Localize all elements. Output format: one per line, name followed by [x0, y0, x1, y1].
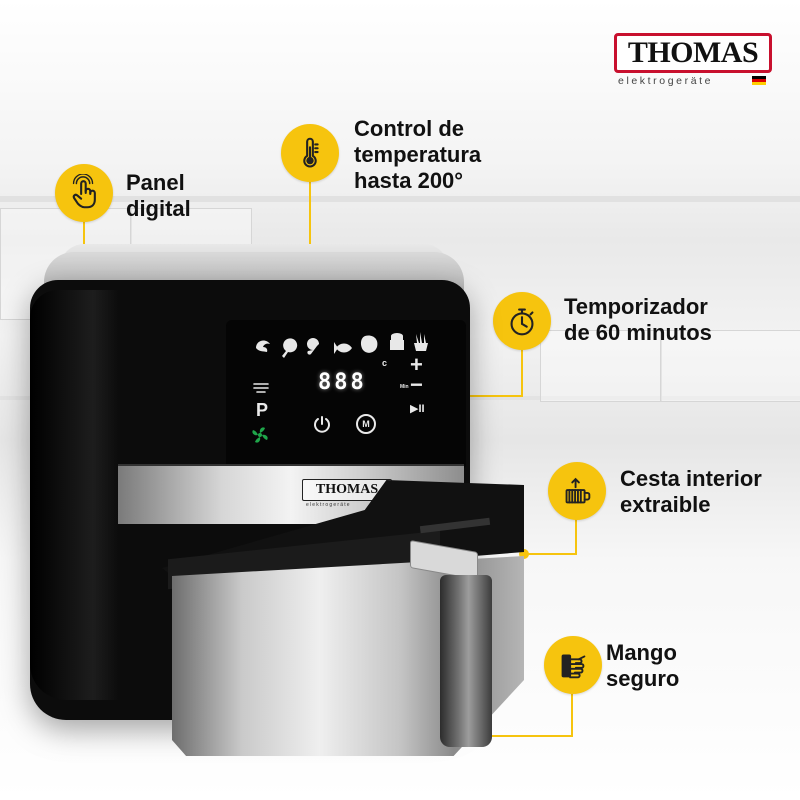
- menu-button[interactable]: M: [356, 414, 376, 434]
- brand-logo: THOMAS: [614, 33, 772, 73]
- preset-icons: [256, 332, 428, 358]
- fish-icon: [334, 342, 352, 354]
- fryer-side-panel: [30, 290, 120, 700]
- preset-key[interactable]: P: [256, 400, 269, 420]
- background-tile: [660, 330, 800, 402]
- fan-icon[interactable]: [250, 425, 270, 445]
- thermometer-icon: [281, 124, 339, 182]
- product-logo-name: THOMAS: [315, 482, 379, 497]
- german-flag-icon: [752, 76, 766, 85]
- product-logo: THOMAS: [302, 479, 392, 501]
- cake-icon: [390, 333, 404, 350]
- play-pause-button[interactable]: ▶II: [410, 403, 425, 415]
- timer-display: 888: [318, 370, 367, 395]
- temperature-up-button[interactable]: +: [410, 352, 423, 377]
- shrimp-icon: [256, 340, 270, 352]
- chicken-icon: [282, 338, 298, 358]
- touch-hand-icon: [55, 164, 113, 222]
- background-tile: [540, 330, 662, 402]
- background-shelf: [0, 196, 800, 202]
- minutes-indicator: Min: [400, 384, 409, 390]
- brand-tagline: elektrogeräte: [618, 75, 714, 87]
- callout-line-basket: [524, 516, 577, 555]
- stopwatch-icon: [493, 292, 551, 350]
- steak-icon: [360, 335, 378, 353]
- basket-handle[interactable]: [440, 575, 492, 747]
- temperature-down-button[interactable]: −: [410, 372, 423, 397]
- feature-label-panel: Panel digital: [126, 170, 191, 221]
- basket-icon: [548, 462, 606, 520]
- power-button-icon[interactable]: [312, 414, 332, 434]
- hand-grip-icon: [544, 636, 602, 694]
- feature-label-handle: Mango seguro: [606, 640, 680, 691]
- fries-icon: [414, 332, 428, 351]
- drumstick-icon: [307, 338, 319, 355]
- celsius-indicator: c: [382, 358, 388, 368]
- feature-label-basket: Cesta interior extraible: [620, 466, 762, 517]
- shake-icon: [253, 383, 269, 393]
- product-logo-tagline: elektrogeräte: [306, 502, 351, 508]
- feature-label-timer: Temporizador de 60 minutos: [564, 294, 712, 345]
- brand-name: THOMAS: [627, 36, 759, 69]
- feature-label-temperature: Control de temperatura hasta 200°: [354, 116, 482, 193]
